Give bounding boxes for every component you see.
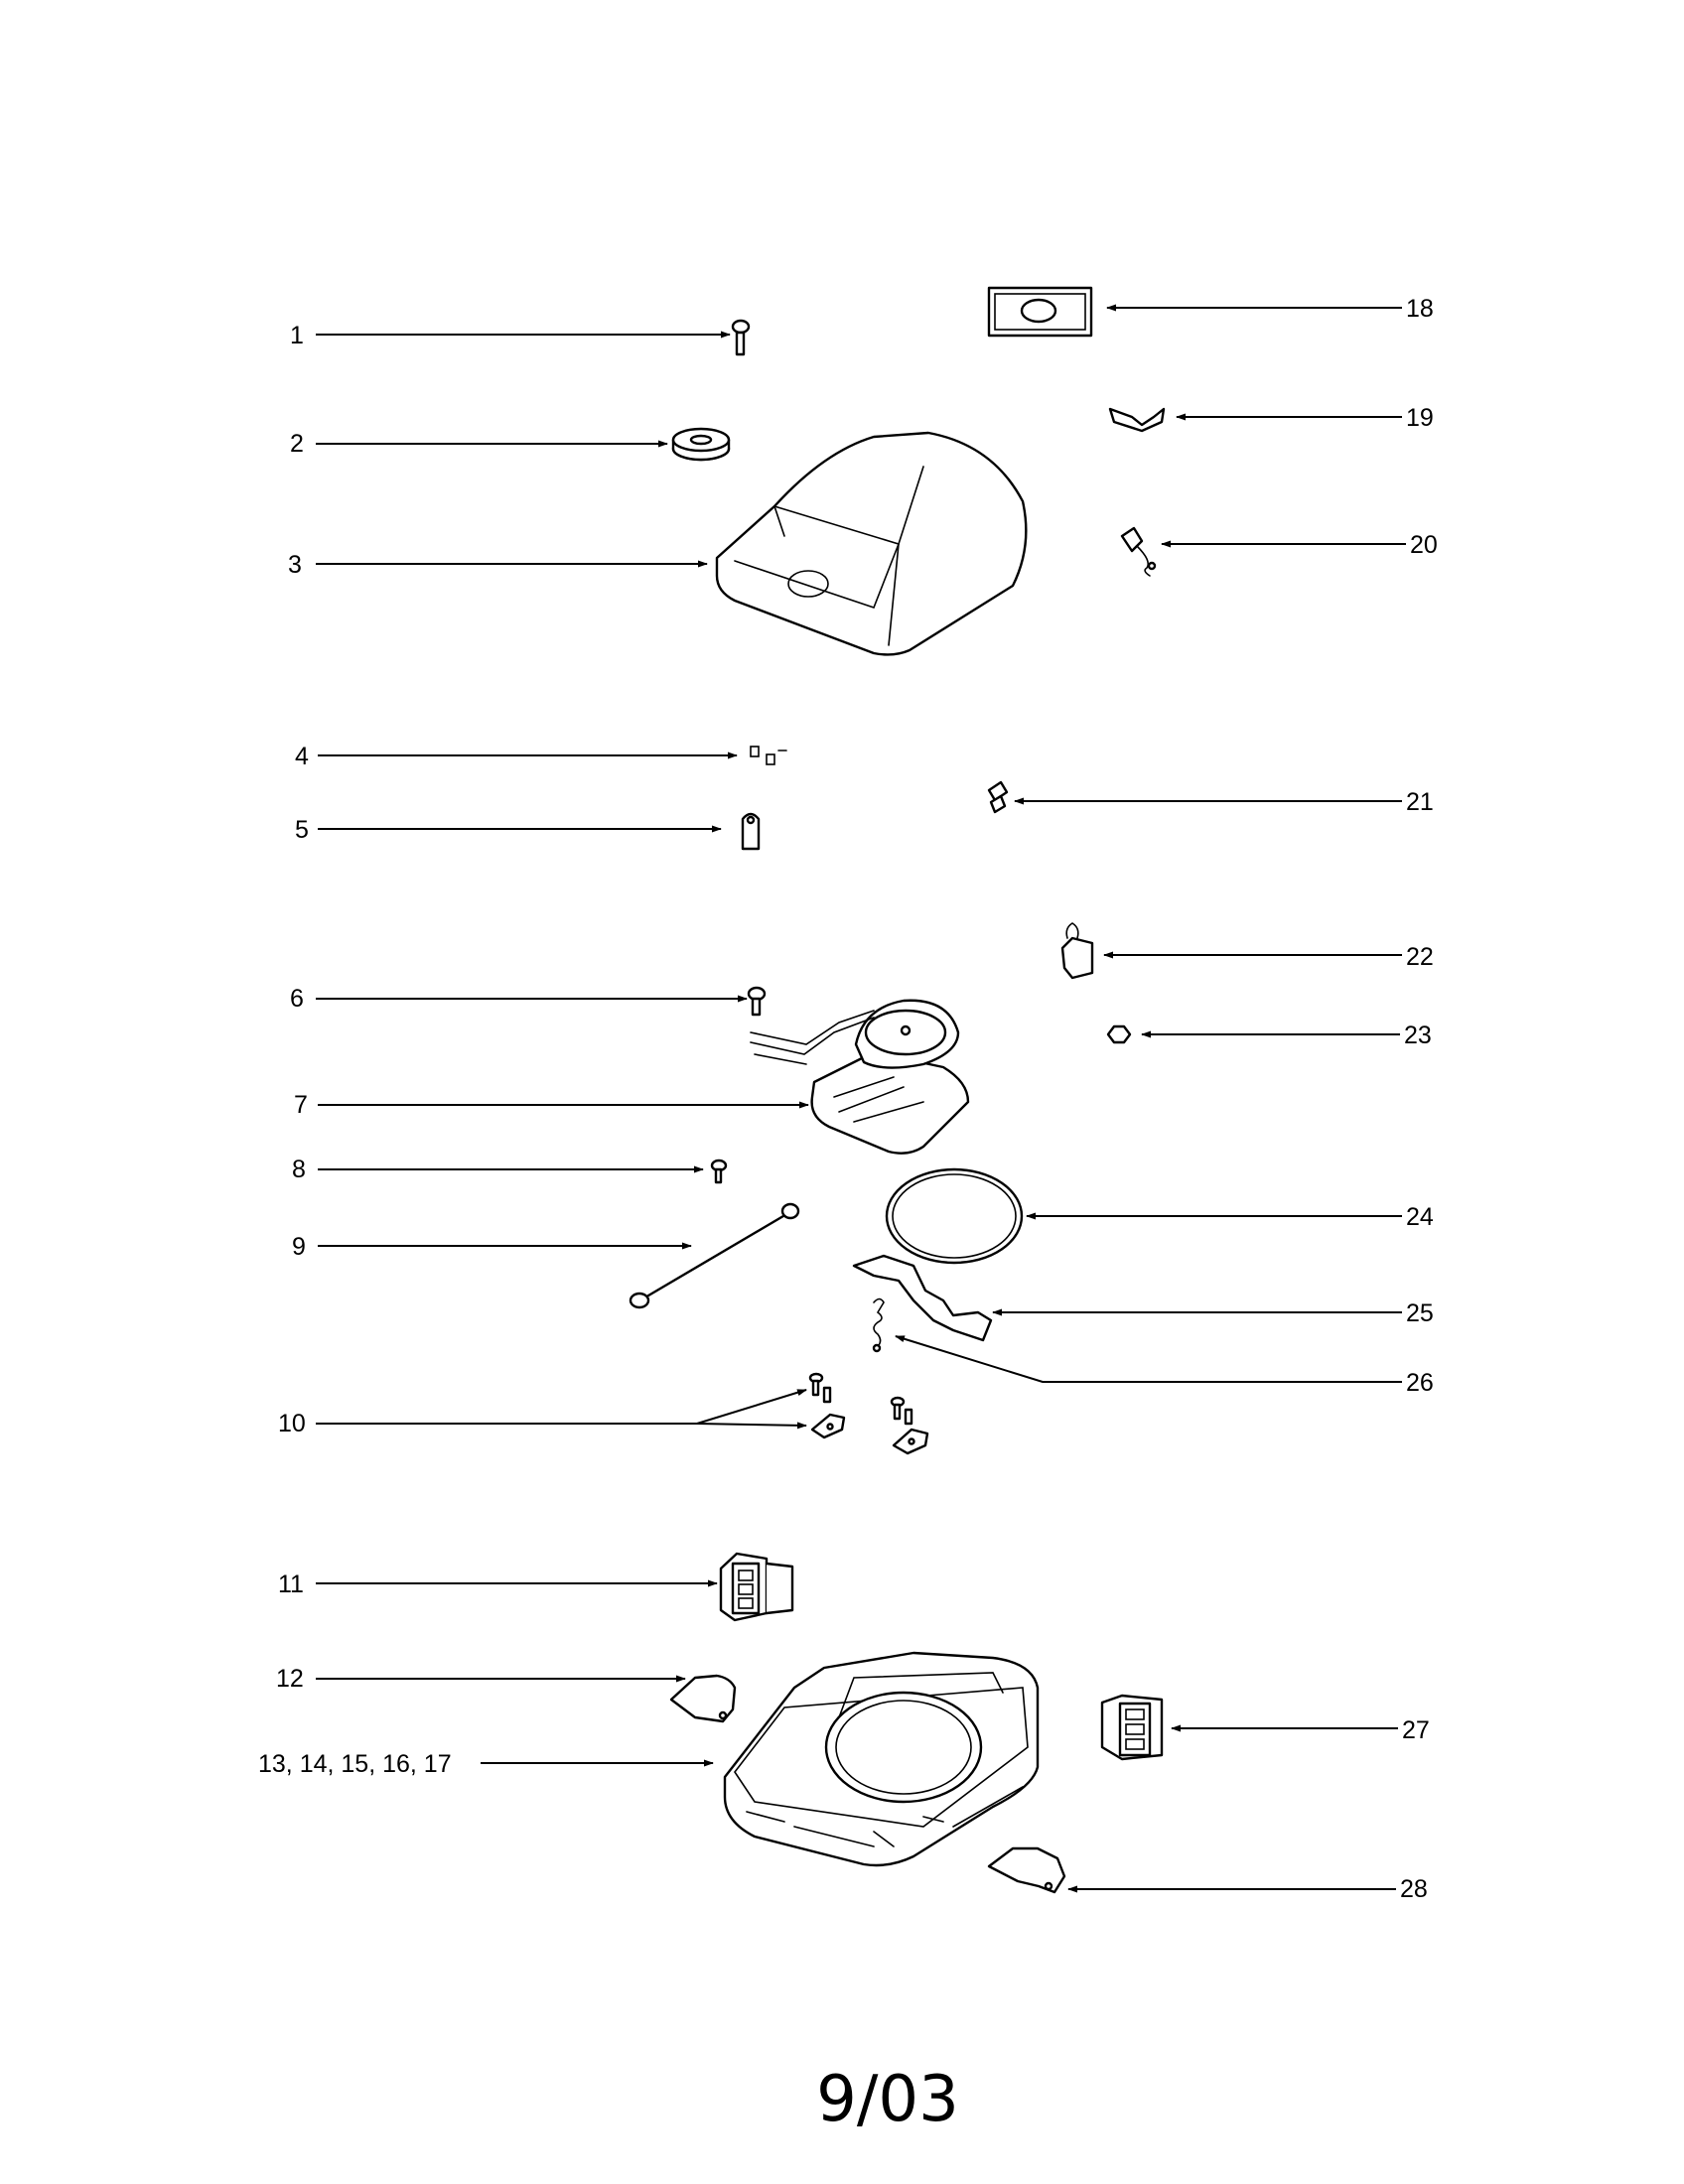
callout-label-4: 4 xyxy=(295,743,309,770)
part-27-vent-housing-icon xyxy=(1100,1694,1164,1761)
callout-label-3: 3 xyxy=(288,551,302,579)
callout-10: 10 xyxy=(278,1389,807,1437)
callout-24: 24 xyxy=(1026,1203,1434,1231)
callout-label-26: 26 xyxy=(1406,1369,1434,1397)
part-18-filter-frame-icon xyxy=(987,286,1093,338)
callout-26: 26 xyxy=(895,1335,1434,1397)
part-3-cover-icon xyxy=(715,431,1028,656)
callout-7: 7 xyxy=(294,1091,809,1119)
leader-line-26 xyxy=(895,1335,1402,1383)
callout-21: 21 xyxy=(1014,788,1434,816)
callout-8: 8 xyxy=(292,1156,704,1183)
part-4-clips-icon xyxy=(750,746,787,765)
part-23-nut-icon xyxy=(1106,1024,1132,1044)
callout-23: 23 xyxy=(1141,1022,1432,1049)
part-9-rod-icon xyxy=(629,1202,800,1309)
callout-label-9: 9 xyxy=(292,1233,306,1261)
part-8-screw-icon xyxy=(710,1159,728,1184)
callout-3: 3 xyxy=(288,551,708,579)
part-5-bracket-icon xyxy=(741,812,761,851)
callout-label-19: 19 xyxy=(1406,404,1434,432)
part-1-screw-icon xyxy=(731,319,751,356)
callout-label-1: 1 xyxy=(290,322,304,349)
part-28-plate-icon xyxy=(987,1846,1066,1894)
callout-2: 2 xyxy=(290,430,668,458)
callout-1: 1 xyxy=(290,322,731,349)
callout-label-22: 22 xyxy=(1406,943,1434,971)
part-6-screw-icon xyxy=(747,986,767,1017)
part-10-fasteners-icon xyxy=(808,1372,929,1455)
callout-label-8: 8 xyxy=(292,1156,306,1183)
part-7-motor-assembly-icon xyxy=(750,999,970,1155)
callout-label-28: 28 xyxy=(1400,1875,1428,1903)
part-20-switch-icon xyxy=(1120,526,1157,577)
footer-date-code: 9/03 xyxy=(816,2063,959,2136)
callout-5: 5 xyxy=(295,816,722,844)
callout-22: 22 xyxy=(1103,943,1434,971)
callout-20: 20 xyxy=(1161,531,1438,559)
callout-label-23: 23 xyxy=(1404,1022,1432,1049)
part-19-clip-icon xyxy=(1108,407,1166,433)
callout-13-17: 13, 14, 15, 16, 17 xyxy=(258,1750,714,1778)
callout-18: 18 xyxy=(1106,295,1434,323)
part-25-lever-icon xyxy=(852,1254,993,1342)
callout-label-20: 20 xyxy=(1410,531,1438,559)
callout-label-24: 24 xyxy=(1406,1203,1434,1231)
callout-label-25: 25 xyxy=(1406,1299,1434,1327)
callout-label-12: 12 xyxy=(276,1665,304,1693)
callout-label-11: 11 xyxy=(278,1570,304,1598)
part-11-vent-housing-icon xyxy=(719,1552,794,1622)
callout-label-21: 21 xyxy=(1406,788,1434,816)
leader-line-10a xyxy=(696,1389,807,1425)
callout-19: 19 xyxy=(1176,404,1434,432)
callout-6: 6 xyxy=(290,985,748,1013)
callout-label-13-17: 13, 14, 15, 16, 17 xyxy=(258,1750,452,1778)
leader-line-10b xyxy=(696,1422,807,1430)
callout-25: 25 xyxy=(992,1299,1434,1327)
callout-label-5: 5 xyxy=(295,816,309,844)
callout-27: 27 xyxy=(1171,1716,1430,1744)
callout-28: 28 xyxy=(1067,1875,1428,1903)
callout-label-2: 2 xyxy=(290,430,304,458)
callout-label-6: 6 xyxy=(290,985,304,1013)
callout-label-18: 18 xyxy=(1406,295,1434,323)
callout-label-27: 27 xyxy=(1402,1716,1430,1744)
part-26-spring-icon xyxy=(872,1297,885,1353)
part-22-connector-icon xyxy=(1060,922,1094,980)
part-2-knob-icon xyxy=(671,427,731,462)
callout-label-7: 7 xyxy=(294,1091,308,1119)
part-12-plate-icon xyxy=(669,1674,737,1723)
part-21-bulbs-icon xyxy=(987,780,1009,814)
callout-12: 12 xyxy=(276,1665,686,1693)
callout-4: 4 xyxy=(295,743,738,770)
part-13-17-base-icon xyxy=(723,1651,1040,1867)
callout-9: 9 xyxy=(292,1233,692,1261)
callout-11: 11 xyxy=(278,1570,718,1598)
callout-label-10: 10 xyxy=(278,1410,306,1437)
part-24-belt-icon xyxy=(885,1167,1024,1265)
